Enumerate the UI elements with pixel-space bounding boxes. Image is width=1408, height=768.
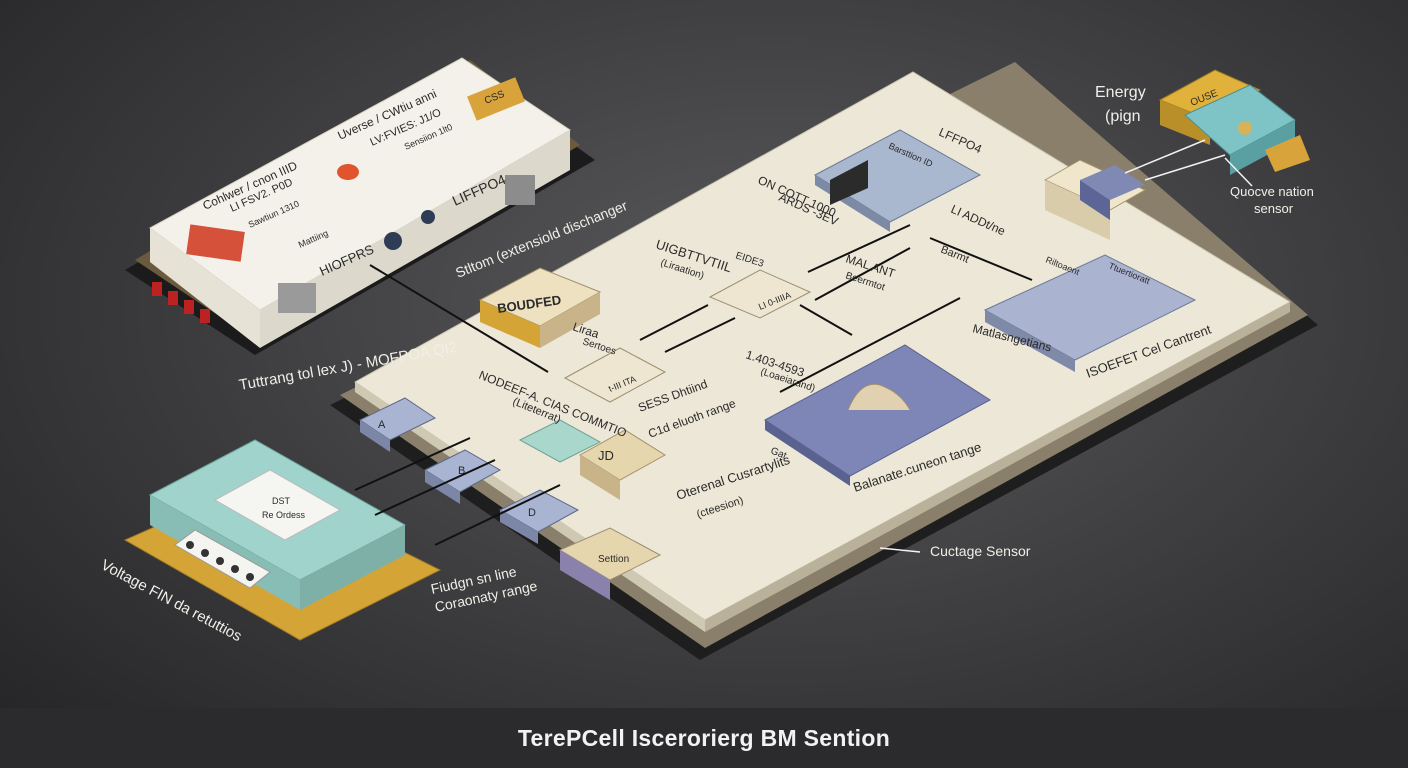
- leakage-sensor-label: Cuctage Sensor: [930, 543, 1031, 559]
- label-card: [213, 469, 342, 541]
- balancing-block: [764, 344, 991, 477]
- board-components: [478, 129, 1197, 500]
- jd-block: [579, 429, 666, 481]
- port-icon: [384, 232, 402, 250]
- connector-c-label: D: [528, 507, 536, 519]
- chip: [708, 269, 812, 319]
- connector-block: [278, 283, 316, 313]
- fuse-component: [186, 224, 245, 262]
- connector-a-label: A: [378, 419, 386, 431]
- quocve-label: Quocve nation: [1230, 184, 1314, 199]
- energy-label: Energy: [1095, 84, 1146, 101]
- indicator-led: [337, 164, 359, 180]
- sensor-block: [814, 129, 982, 223]
- connector-strip: A B D Settion: [358, 397, 662, 600]
- label-card-text: DST: [272, 496, 291, 506]
- energy-sublabel: (pign: [1105, 108, 1141, 125]
- connector-b: [423, 449, 502, 493]
- port-icon: [421, 210, 435, 224]
- connector-d-label: Settion: [598, 554, 629, 565]
- caption-bar: TerePCell Iscerorierg BM Sention: [0, 708, 1408, 768]
- chip: [563, 347, 667, 403]
- sensor-label: sensor: [1254, 201, 1294, 216]
- connector-b-label: B: [458, 465, 465, 477]
- bridge-component: [847, 383, 911, 411]
- jd-label: JD: [598, 448, 614, 463]
- label-card-text: Re Ordess: [262, 510, 306, 520]
- signal-arrows: [354, 139, 1253, 553]
- terminal-pins: [152, 282, 210, 323]
- coolant-channel: [518, 419, 602, 463]
- sensor-connector: [1043, 159, 1147, 240]
- cooling-unit: DST Re Ordess: [123, 439, 442, 641]
- energy-plug: OUSE: [1158, 69, 1310, 175]
- terminal-holes: [186, 541, 254, 581]
- connector-block: [505, 175, 535, 205]
- tag-badge: [467, 77, 525, 121]
- diagram-caption: TerePCell Iscerorierg BM Sention: [517, 724, 891, 751]
